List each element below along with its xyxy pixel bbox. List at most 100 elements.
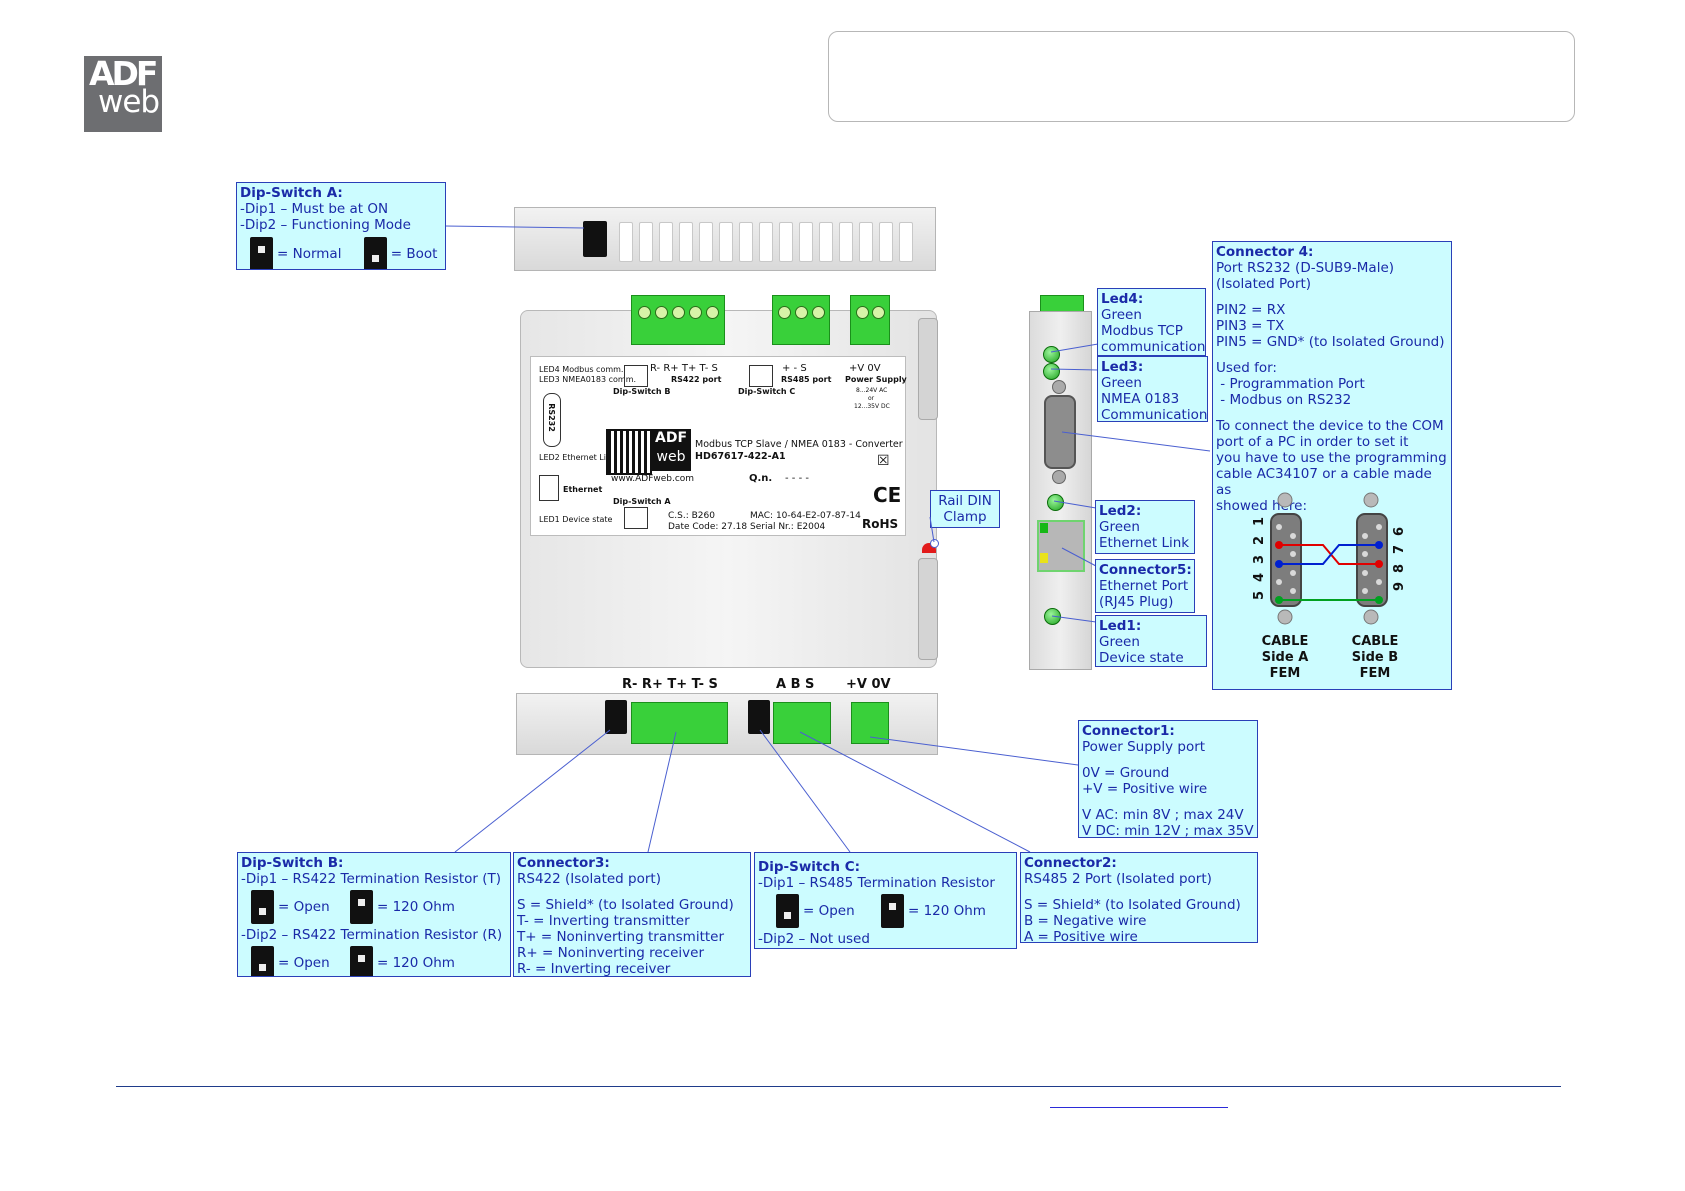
label-dip-switch-a: Dip-Switch A <box>613 497 671 506</box>
conn3-l6: R- = Inverting receiver <box>517 961 671 977</box>
label-qn: Q.n. <box>749 473 773 484</box>
conn3-l3: T- = Inverting transmitter <box>517 913 690 929</box>
label-ps-or: or <box>868 395 875 402</box>
label-cs: C.S.: B260 <box>668 511 715 521</box>
label-rs485-port: RS485 port <box>781 375 832 384</box>
vent-slot <box>899 222 913 262</box>
dip-a-line1: -Dip1 – Must be at ON <box>240 201 389 217</box>
label-dipc-pins: + - S <box>782 363 807 374</box>
led4-line1: Green <box>1101 307 1142 323</box>
conn4-l4: PIN3 = TX <box>1216 318 1285 334</box>
side-a-pin-5: 5 <box>1252 591 1267 600</box>
conn2-l3: B = Negative wire <box>1024 913 1147 929</box>
led4-title: Led4: <box>1101 291 1144 307</box>
conn1-l1: Power Supply port <box>1082 739 1206 755</box>
dsub9-connector <box>1044 395 1076 469</box>
side-a-pin-2: 2 <box>1252 536 1267 545</box>
dip-switch-open-icon <box>251 946 274 976</box>
vent-slot <box>859 222 873 262</box>
vent-slot <box>619 222 633 262</box>
din-clip-right-bottom <box>918 558 938 660</box>
dip-switch-120ohm-icon <box>349 946 373 976</box>
cable-a-l1: CABLE <box>1262 634 1309 649</box>
dip-a-title: Dip-Switch A: <box>240 185 343 201</box>
rj45-led-yellow <box>1040 553 1048 563</box>
qr-code <box>606 429 652 475</box>
led2-line2: Ethernet Link <box>1099 535 1190 551</box>
programming-cable-diagram: 1 2 3 4 5 6 7 8 9 CABLE Side A FEM CABLE… <box>1252 492 1407 681</box>
conn3-l4: T+ = Noninverting transmitter <box>517 929 725 945</box>
conn3-title: Connector3: <box>517 855 610 871</box>
dip-c-l2: -Dip2 – Not used <box>758 931 870 947</box>
din-clip-right-top <box>918 318 938 420</box>
dip-c-l1: -Dip1 – RS485 Termination Resistor <box>758 875 995 891</box>
connector2-callout: Connector2: RS485 2 Port (Isolated port)… <box>1020 852 1258 943</box>
led4-line2: Modbus TCP <box>1101 323 1183 339</box>
label-url: www.ADFweb.com <box>611 474 695 484</box>
connector3-terminal-top <box>631 295 725 345</box>
conn4-l6: Used for: <box>1216 360 1277 376</box>
dsub-side-b <box>1356 492 1388 625</box>
dip-switch-boot-icon <box>363 237 387 269</box>
dip-b-l1: -Dip1 – RS422 Termination Resistor (T) <box>241 871 502 887</box>
conn4-l5: PIN5 = GND* (to Isolated Ground) <box>1216 334 1445 350</box>
conn2-title: Connector2: <box>1024 855 1117 871</box>
top-view-device <box>514 207 936 271</box>
vent-slot <box>759 222 773 262</box>
rs232-port-outline <box>543 393 561 447</box>
bottom-terminal-labels-rs485: A B S <box>776 677 815 692</box>
dip-b-open-2: = Open <box>278 955 330 971</box>
cable-b-l3: FEM <box>1360 666 1391 681</box>
conn4-l9: To connect the device to the COM <box>1216 418 1444 434</box>
conn5-line2: (RJ45 Plug) <box>1099 594 1174 610</box>
label-mac: MAC: 10-64-E2-07-87-14 <box>750 511 861 521</box>
led2-title: Led2: <box>1099 503 1142 519</box>
dip-c-title: Dip-Switch C: <box>758 859 860 875</box>
led3-line3: Communication <box>1101 407 1208 422</box>
conn4-l10: port of a PC in order to set it <box>1216 434 1409 450</box>
label-led4: LED4 Modbus comm. <box>539 365 624 374</box>
rail-din-clamp-line2: Clamp <box>943 509 987 525</box>
conn4-l2: (Isolated Port) <box>1216 276 1312 292</box>
connector1-callout: Connector1: Power Supply port 0V = Groun… <box>1078 720 1258 838</box>
rail-din-clamp-line1: Rail DIN <box>938 493 992 509</box>
side-b-pin-7: 7 <box>1392 545 1407 554</box>
cable-b-l1: CABLE <box>1352 634 1399 649</box>
conn5-title: Connector5: <box>1099 562 1192 578</box>
dsub-screw-top <box>1052 380 1066 394</box>
footer-link-underline[interactable] <box>1050 1107 1228 1108</box>
conn1-l5: V DC: min 12V ; max 35V <box>1082 823 1254 838</box>
led3-callout: Led3: Green NMEA 0183 Communication <box>1097 356 1208 422</box>
bottom-terminal-labels-power: +V 0V <box>846 677 891 692</box>
led3-line2: NMEA 0183 <box>1101 391 1180 407</box>
dip-a-boot: = Boot <box>390 246 438 262</box>
conn4-title: Connector 4: <box>1216 244 1314 260</box>
conn1-title: Connector1: <box>1082 723 1175 739</box>
dip-b-title: Dip-Switch B: <box>241 855 344 871</box>
led2-indicator <box>1047 494 1064 511</box>
led2-callout: Led2: Green Ethernet Link <box>1095 500 1195 554</box>
label-rs422-port: RS422 port <box>671 375 722 384</box>
conn1-l3: +V = Positive wire <box>1082 781 1208 797</box>
conn2-l4: A = Positive wire <box>1024 929 1138 943</box>
conn4-l1: Port RS232 (D-SUB9-Male) <box>1216 260 1395 276</box>
label-led1: LED1 Device state <box>539 515 613 524</box>
led1-indicator <box>1044 608 1061 625</box>
label-dip-switch-c: Dip-Switch C <box>738 387 796 396</box>
dip-c-open: = Open <box>803 903 855 919</box>
dip-switch-open-icon <box>251 890 274 924</box>
side-view-device <box>1029 311 1092 670</box>
led4-callout: Led4: Green Modbus TCP communication <box>1097 288 1206 356</box>
side-b-pin-6: 6 <box>1392 527 1407 536</box>
label-qn-value: - - - - <box>785 473 809 484</box>
vent-slot <box>639 222 653 262</box>
dip-a-normal: = Normal <box>277 246 342 262</box>
conn4-l8: - Modbus on RS232 <box>1216 392 1352 408</box>
vent-slot <box>739 222 753 262</box>
vent-slot <box>879 222 893 262</box>
conn4-l3: PIN2 = RX <box>1216 302 1286 318</box>
rail-clamp-dot <box>930 539 939 548</box>
led4-indicator <box>1043 346 1060 363</box>
led1-line2: Device state <box>1099 650 1184 666</box>
